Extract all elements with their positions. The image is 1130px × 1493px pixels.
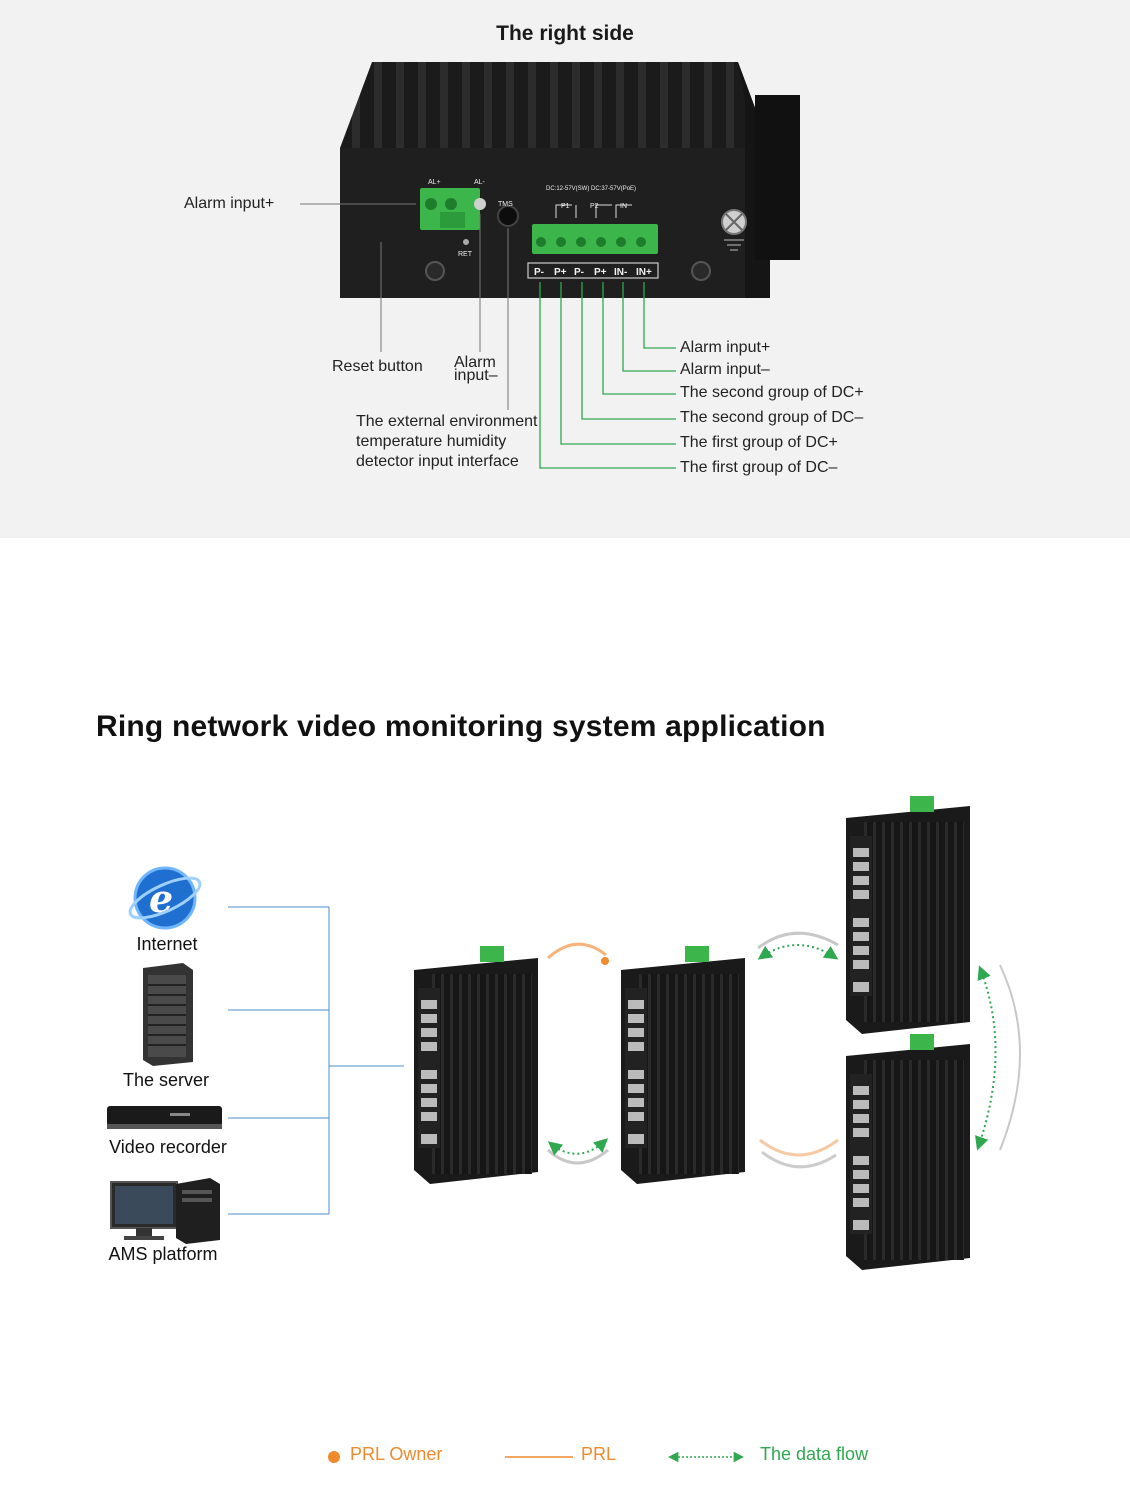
tms-jack (497, 205, 519, 227)
device-label-server: The server (122, 1070, 210, 1090)
device-label-recorder: Video recorder (109, 1137, 227, 1157)
ground-screw-cross (725, 213, 743, 231)
pin-label: IN+ (636, 267, 652, 278)
mark-in: IN (620, 203, 627, 210)
label-reset-button: Reset button (332, 358, 423, 375)
label-ext-env-3: detector input interface (356, 453, 519, 470)
legend-prl-owner: PRL Owner (350, 1444, 443, 1464)
label-right-dc2-plus: The second group of DC+ (680, 384, 864, 401)
terminal-plug (440, 212, 465, 228)
pin-label: P- (534, 267, 544, 278)
label-ext-env-1: The external environment (356, 413, 538, 430)
device-connection-lines (228, 906, 404, 1215)
mark-p1: P1 (561, 203, 570, 210)
terminal-screw-icon (425, 198, 437, 210)
data-flow-arrow (547, 1138, 609, 1156)
label-right-alarm-minus: Alarm input– (680, 361, 770, 378)
screw-icon (691, 261, 711, 281)
side-view-title: The right side (496, 22, 634, 45)
ring-switch-2 (621, 946, 745, 1184)
ams-platform-icon (110, 1178, 220, 1244)
mark-p2: P2 (590, 203, 599, 210)
mark-ret: RET (458, 251, 473, 258)
mark-tms: TMS (498, 201, 513, 208)
device-top-fins (340, 62, 770, 148)
reset-button-hole (463, 239, 469, 245)
ring-section-title: Ring network video monitoring system app… (96, 710, 826, 743)
pin-label: P- (574, 267, 584, 278)
pin-label-frame (527, 262, 659, 279)
label-alarm-input-plus: Alarm input+ (184, 195, 275, 212)
pin-label: P+ (554, 267, 567, 278)
label-right-dc1-minus: The first group of DC– (680, 459, 838, 476)
mark-voltage: DC:12-57V(SW) DC:37-57V(PoE) (546, 186, 636, 192)
pin-label: P+ (594, 267, 607, 278)
pin-label: IN- (614, 267, 627, 278)
prl-link-orange (546, 942, 607, 960)
device-label-internet: Internet (136, 934, 198, 954)
terminal-screw-icon (445, 198, 457, 210)
label-ext-env-2: temperature humidity (356, 433, 507, 450)
legend-prl: PRL (581, 1444, 617, 1464)
label-alarm-input-minus-1: Alarm (454, 354, 496, 371)
mark-al-minus: AL- (474, 179, 486, 186)
ring-switch-3 (846, 796, 970, 1034)
legend-data-flow: The data flow (760, 1444, 869, 1464)
server-icon (143, 963, 193, 1066)
video-recorder-icon (107, 1106, 222, 1129)
legend-owner-dot (328, 1451, 340, 1463)
ground-symbol-icon (724, 239, 744, 251)
din-rail-clip (755, 95, 800, 260)
label-right-dc1-plus: The first group of DC+ (680, 434, 838, 451)
label-right-alarm-plus: Alarm input+ (680, 339, 771, 356)
switch-side-view (340, 62, 800, 298)
label-right-dc2-minus: The second group of DC– (680, 409, 864, 426)
data-flow-arrow (757, 944, 839, 960)
ring-switch-4 (846, 1034, 970, 1270)
prl-owner-dot (601, 957, 609, 965)
callout-lines-green (539, 282, 676, 469)
terminal-screw-icon (474, 198, 486, 210)
power-terminal-block (532, 224, 658, 254)
ring-switch-1 (414, 946, 538, 1184)
callout-lines-gray (300, 203, 509, 410)
ring-links (546, 931, 1021, 1169)
data-flow-arrow (975, 965, 997, 1151)
device-label-ams: AMS platform (108, 1244, 218, 1264)
mark-al-plus: AL+ (428, 179, 441, 186)
internet-icon: e (128, 866, 202, 930)
screw-icon (425, 261, 445, 281)
label-alarm-input-minus-2: input– (454, 367, 498, 384)
